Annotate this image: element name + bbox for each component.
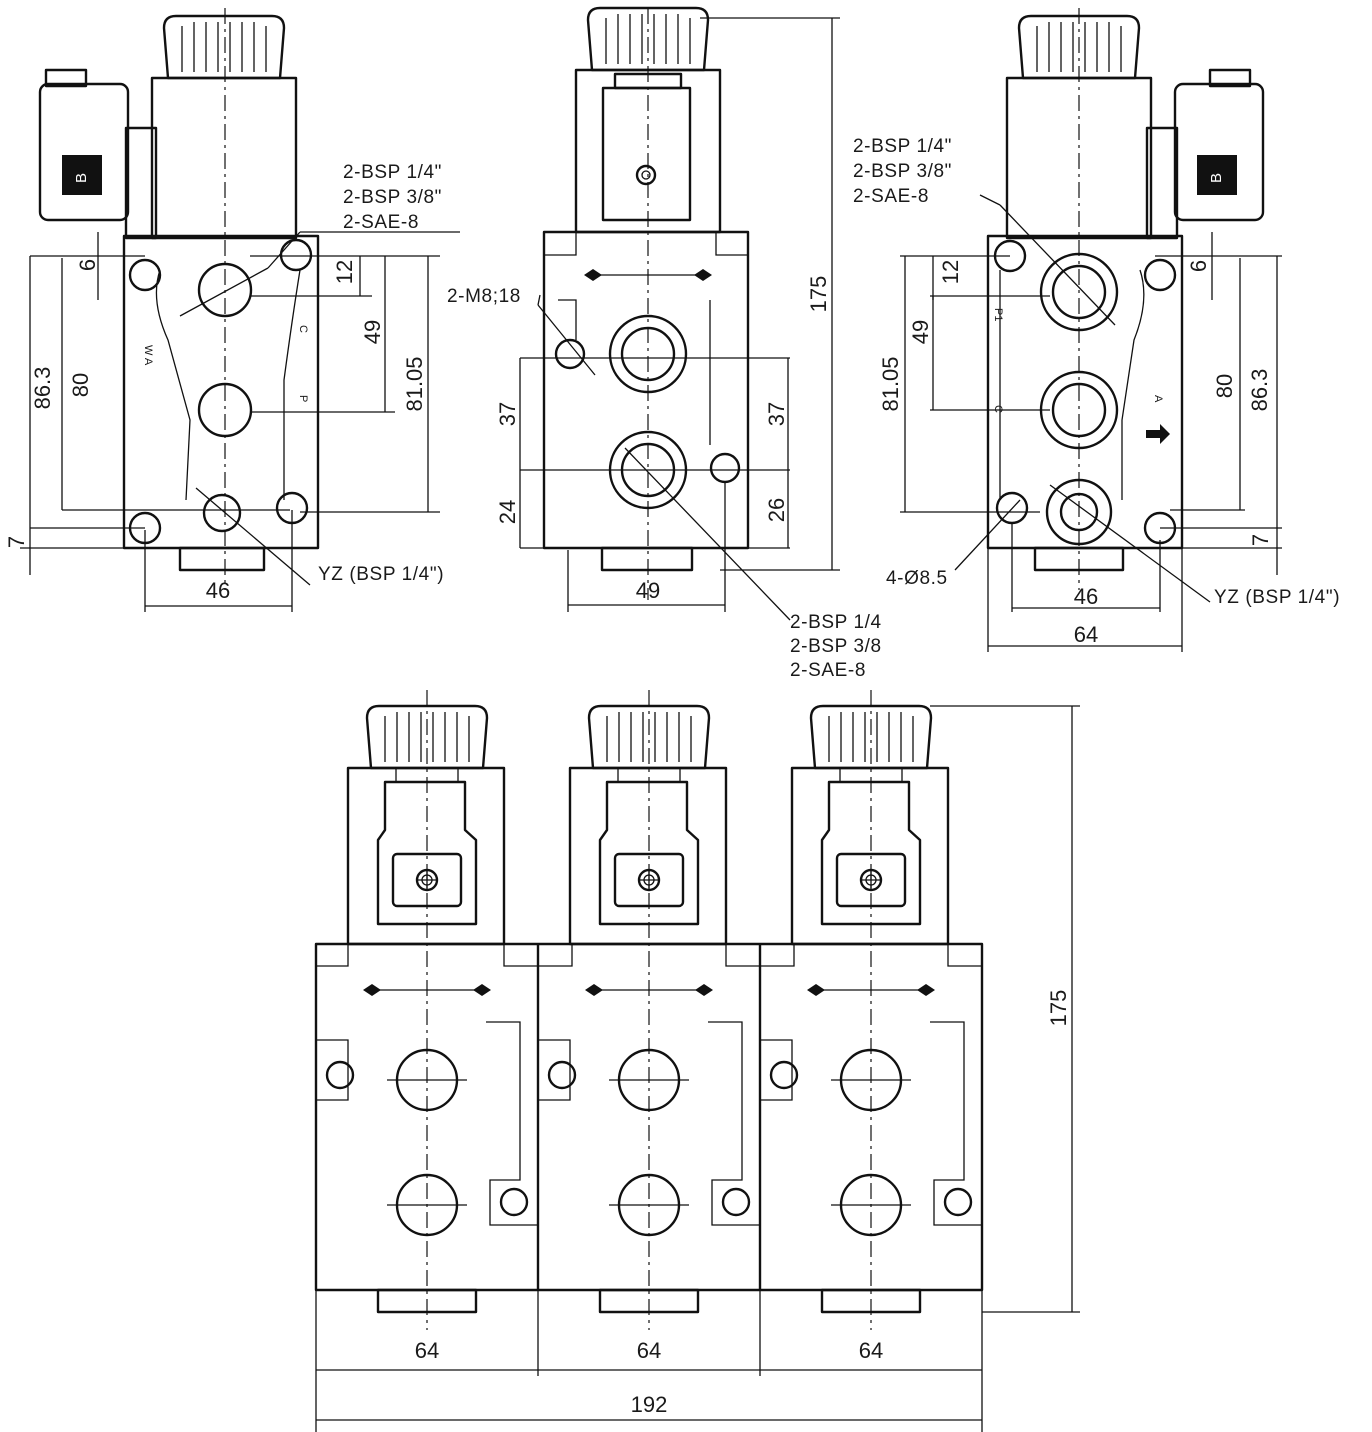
left-port-callout-1: 2-BSP 1/4": [343, 162, 442, 183]
center-solenoid-body: [574, 68, 722, 234]
right-dim-port-pitch: 49: [908, 320, 933, 344]
left-solenoid-body: [150, 76, 298, 240]
right-drain-callout: YZ (BSP 1/4"): [1214, 587, 1340, 608]
bottom-section-1: [325, 690, 529, 1330]
center-dim-width: 49: [636, 578, 660, 603]
left-dim-lower-offset: 7: [4, 536, 29, 548]
right-dim-inner-height: 80: [1212, 374, 1237, 398]
left-dim-inner-height: 80: [68, 373, 93, 397]
left-view: B W A C P 86.3 80 6 7 12 49 81.05: [4, 8, 460, 612]
right-port-callout-1: 2-BSP 1/4": [853, 136, 952, 157]
right-dim-top-gap: 6: [1186, 260, 1211, 272]
center-thread-callout: 2-M8;18: [447, 286, 521, 307]
bottom-view: 175 64 64 64 192: [314, 690, 1080, 1432]
left-dim-port-pitch: 49: [360, 320, 385, 344]
bottom-dim-height: 175: [1046, 990, 1071, 1027]
bottom-dim-section-1: 64: [415, 1338, 439, 1363]
left-dim-width: 46: [206, 578, 230, 603]
right-hole-callout: 4-Ø8.5: [886, 568, 948, 589]
left-mark-c: C: [297, 325, 309, 333]
bottom-dim-section-2: 64: [637, 1338, 661, 1363]
right-mark-p1: P1: [992, 308, 1004, 321]
left-mark-wa: W A: [142, 345, 154, 366]
left-dim-top-gap: 6: [75, 259, 100, 271]
right-port-callout-3: 2-SAE-8: [853, 186, 929, 207]
right-port-callout-2: 2-BSP 3/8": [853, 161, 952, 182]
bottom-manifold-body: [314, 942, 984, 1292]
left-dim-outer-height: 86.3: [30, 367, 55, 410]
left-valve-body: [122, 234, 320, 550]
bottom-dim-total-width: 192: [631, 1392, 668, 1417]
right-dim-width-inner: 46: [1074, 584, 1098, 609]
left-port-callout-2: 2-BSP 3/8": [343, 187, 442, 208]
center-port-callout-2: 2-BSP 3/8: [790, 636, 882, 657]
center-dim-lower-right: 26: [764, 498, 789, 522]
left-port-callout-3: 2-SAE-8: [343, 212, 419, 233]
center-valve-body: [542, 230, 750, 550]
bottom-section-3: [769, 690, 973, 1330]
right-mark-c: C: [992, 405, 1004, 413]
bottom-dim-section-3: 64: [859, 1338, 883, 1363]
right-valve-body: [986, 234, 1184, 550]
center-port-callout-3: 2-SAE-8: [790, 660, 866, 681]
right-connector: B: [1173, 68, 1265, 222]
left-mark-p: P: [297, 395, 309, 402]
left-drain-callout: YZ (BSP 1/4"): [318, 564, 444, 585]
center-dim-upper-right: 37: [764, 402, 789, 426]
center-dim-upper-left: 37: [495, 402, 520, 426]
right-dim-outer-height: 86.3: [1247, 369, 1272, 412]
center-view: 175 37 37 24 26 49 2-M8;18 2-BSP 1/4 2-B…: [447, 6, 882, 681]
right-connector-letter: B: [1208, 173, 1225, 183]
left-dim-mount-pitch: 81.05: [402, 356, 427, 411]
left-drain-port: [202, 493, 242, 533]
center-port-callout-1: 2-BSP 1/4: [790, 612, 882, 633]
right-dim-mount-pitch: 81.05: [878, 356, 903, 411]
right-view: B P1 C A 86.3 80 6 7: [853, 8, 1340, 652]
right-mark-a: A: [1152, 395, 1164, 403]
center-dim-height: 175: [806, 276, 831, 313]
left-dim-upper-offset: 12: [332, 260, 357, 284]
right-dim-width-outer: 64: [1074, 622, 1098, 647]
bottom-section-2: [547, 690, 751, 1330]
left-connector: B: [38, 68, 130, 222]
center-dim-lower-left: 24: [495, 500, 520, 524]
right-dim-lower-offset: 7: [1248, 534, 1273, 546]
right-dim-upper-offset: 12: [938, 260, 963, 284]
left-connector-letter: B: [73, 173, 90, 183]
